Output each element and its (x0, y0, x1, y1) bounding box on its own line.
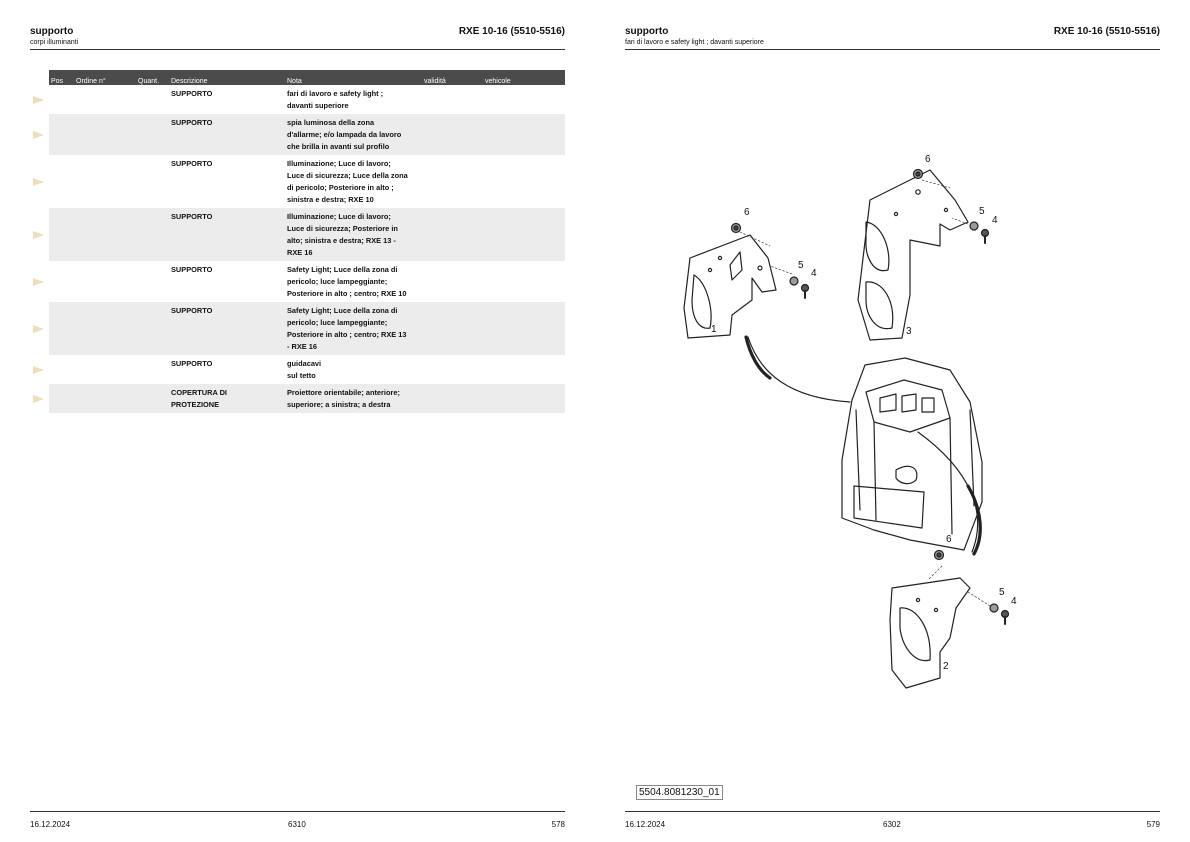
callout-5: 5 (999, 587, 1005, 598)
col-header-validita: validità (422, 70, 483, 85)
header-divider (625, 49, 1160, 50)
cell-nota: fari di lavoro e safety light ;davanti s… (287, 89, 384, 110)
cell-descrizione: SUPPORTO (171, 265, 213, 274)
nut-part-6b[interactable] (912, 168, 924, 180)
left-page: supporto corpi illuminanti RXE 10-16 (55… (30, 0, 565, 842)
page-subtitle: corpi illuminanti (30, 39, 79, 46)
row-arrow-icon[interactable] (33, 130, 44, 139)
row-arrow-icon[interactable] (33, 230, 44, 239)
table-header-row: Pos Ordine n° Quant. Descrizione Nota va… (30, 70, 565, 85)
model-label: RXE 10-16 (5510-5516) (458, 26, 565, 37)
screw-part-4c[interactable] (1000, 609, 1010, 625)
callout-4: 4 (811, 268, 817, 279)
row-arrow-icon[interactable] (33, 394, 44, 403)
footer-divider (625, 811, 1160, 812)
page-title: supporto (30, 26, 74, 37)
washer-part-5b[interactable] (969, 221, 979, 231)
cell-descrizione: SUPPORTO (169, 302, 285, 355)
callout-5: 5 (979, 206, 985, 217)
callout-6: 6 (946, 534, 952, 545)
page-title: supporto (625, 26, 669, 37)
cell-nota: Illuminazione; Luce di lavoro;Luce di si… (285, 208, 422, 261)
cell-descrizione: SUPPORTO (169, 208, 285, 261)
table-row[interactable]: SUPPORTO Safety Light; Luce della zona d… (30, 261, 565, 302)
bracket-part-2[interactable] (889, 577, 971, 689)
callout-6: 6 (925, 154, 931, 165)
connector-arc-1-bold (744, 335, 772, 380)
col-header-pos: Pos (49, 70, 74, 85)
callout-2: 2 (943, 661, 949, 672)
header-divider (30, 49, 565, 50)
callout-6: 6 (744, 207, 750, 218)
footer-code: 6302 (883, 820, 901, 829)
callout-3: 3 (906, 326, 912, 337)
right-page: supporto fari di lavoro e safety light ;… (625, 0, 1160, 842)
callout-4: 4 (1011, 596, 1017, 607)
cell-nota: Proiettore orientabile; anteriore;superi… (285, 384, 422, 413)
footer-divider (30, 811, 565, 812)
page-subtitle: fari di lavoro e safety light ; davanti … (625, 39, 764, 46)
footer-page-number: 579 (1146, 820, 1160, 829)
col-header-descrizione: Descrizione (169, 70, 285, 85)
callout-4: 4 (992, 215, 998, 226)
figure-code-label: 5504.8081230_01 (636, 785, 723, 800)
cell-descrizione: SUPPORTO (171, 159, 213, 168)
screw-part-4a[interactable] (800, 283, 810, 299)
footer-page-number: 578 (551, 820, 565, 829)
model-label: RXE 10-16 (5510-5516) (1053, 26, 1160, 37)
cell-descrizione: SUPPORTO (171, 359, 213, 368)
nut-part-6c[interactable] (933, 549, 945, 561)
row-arrow-icon[interactable] (33, 365, 44, 374)
col-header-nota: Nota (285, 70, 422, 85)
row-arrow-icon[interactable] (33, 95, 44, 104)
col-header-quant: Quant. (136, 70, 169, 85)
col-header-ordine: Ordine n° (74, 70, 136, 85)
row-arrow-icon[interactable] (33, 177, 44, 186)
washer-part-5a[interactable] (789, 276, 799, 286)
cell-nota: Illuminazione; Luce di lavoro;Luce di si… (287, 159, 408, 204)
cab-frame (841, 357, 983, 551)
washer-part-5c[interactable] (989, 603, 999, 613)
connector-arc-1 (747, 336, 851, 403)
table-row[interactable]: SUPPORTO Illuminazione; Luce di lavoro;L… (30, 208, 565, 261)
connector-arc-2-bold (966, 484, 982, 556)
nut-part-6a[interactable] (730, 222, 742, 234)
marker-column-header (30, 70, 49, 85)
table-row[interactable]: SUPPORTO fari di lavoro e safety light ;… (30, 85, 565, 114)
callout-5: 5 (798, 260, 804, 271)
cell-descrizione: SUPPORTO (169, 114, 285, 155)
cell-descrizione: SUPPORTO (171, 89, 213, 98)
bracket-part-3[interactable] (857, 169, 969, 341)
screw-part-4b[interactable] (980, 228, 990, 244)
row-arrow-icon[interactable] (33, 277, 44, 286)
col-header-vehicole: vehicole (483, 70, 565, 85)
callout-1: 1 (711, 324, 717, 335)
table-row[interactable]: SUPPORTO Safety Light; Luce della zona d… (30, 302, 565, 355)
bracket-part-1[interactable] (683, 234, 777, 339)
row-arrow-icon[interactable] (33, 324, 44, 333)
footer-code: 6310 (288, 820, 306, 829)
parts-table: Pos Ordine n° Quant. Descrizione Nota va… (30, 70, 565, 413)
footer-date: 16.12.2024 (30, 820, 71, 829)
exploded-parts-diagram: 6 5 4 1 6 5 4 3 6 5 4 2 (683, 154, 1017, 689)
table-row[interactable]: SUPPORTO Illuminazione; Luce di lavoro;L… (30, 155, 565, 208)
footer-date: 16.12.2024 (625, 820, 666, 829)
